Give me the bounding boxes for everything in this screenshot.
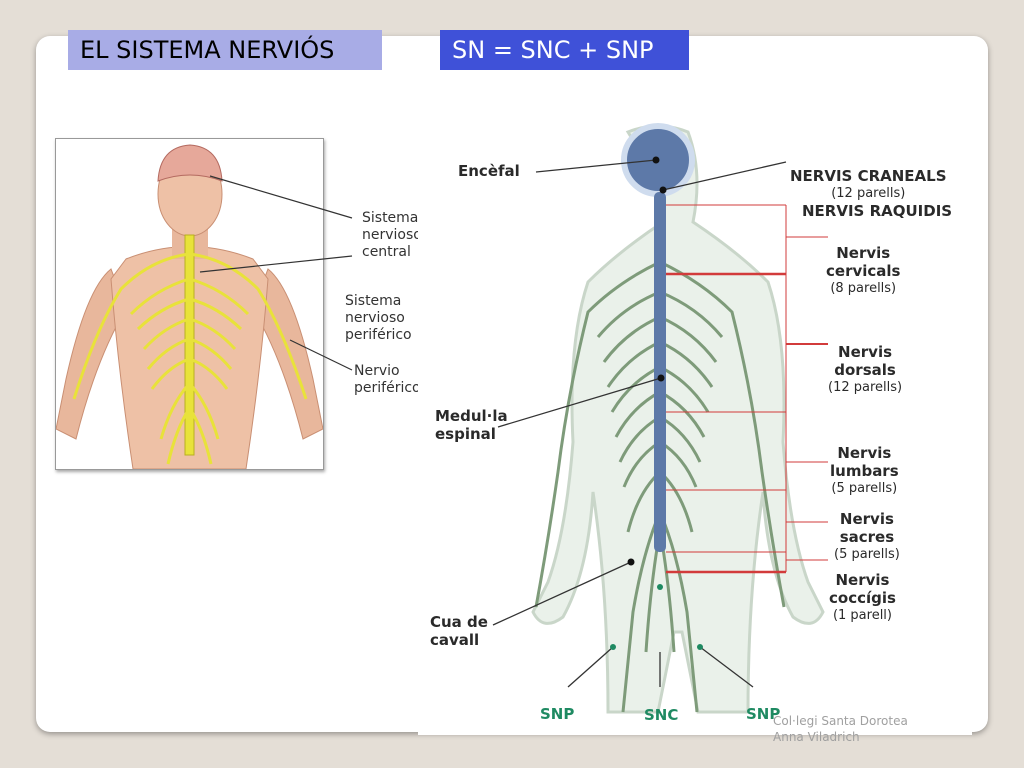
body-silhouette (531, 124, 825, 714)
nervous-system-diagram (418, 112, 972, 735)
label-nervis-coccigis: Nervis coccígis (1 parell) (829, 553, 896, 643)
torso-svg (56, 144, 323, 469)
label-nervis-raquidis: NERVIS RAQUIDIS (802, 202, 953, 220)
sacres-title: Nervis sacres (839, 510, 895, 546)
label-cua-de-cavall: Cua de cavall (430, 613, 488, 649)
torso-illustration (55, 138, 324, 470)
slide-title: EL SISTEMA NERVIÓS (68, 30, 382, 70)
coccigis-title: Nervis coccígis (829, 571, 896, 607)
label-snp-right: SNP (746, 705, 781, 723)
footer-credit: Col·legi Santa Dorotea Anna Viladrich (773, 713, 908, 745)
craneals-count: (12 parells) (831, 186, 906, 201)
label-nervis-cervicals: Nervis cervicals (8 parells) (826, 226, 900, 316)
brain (157, 144, 223, 182)
label-snp-left: SNP (540, 705, 575, 723)
dorsals-title: Nervis dorsals (834, 343, 896, 379)
diagram-leader-lines (492, 159, 787, 688)
marker-dots (627, 156, 667, 566)
label-snc: SNC (644, 706, 679, 724)
label-nervio-periferico: Nervio periférico (354, 363, 421, 396)
label-nervis-lumbars: Nervis lumbars (5 parells) (830, 426, 899, 516)
label-nervis-dorsals: Nervis dorsals (12 parells) (828, 325, 902, 415)
label-medulla-espinal: Medul·la espinal (435, 407, 508, 443)
lumbars-count: (5 parells) (831, 481, 898, 496)
craneals-title: NERVIS CRANEALS (790, 167, 947, 185)
label-nervis-sacres: Nervis sacres (5 parells) (834, 492, 900, 582)
lumbars-title: Nervis lumbars (830, 444, 899, 480)
label-nervis-craneals: NERVIS CRANEALS (12 parells) (790, 149, 947, 221)
spinal-cord-diagram (654, 192, 666, 552)
footer-school: Col·legi Santa Dorotea (773, 714, 908, 728)
footer-author: Anna Viladrich (773, 730, 860, 744)
spinal-cord (184, 234, 195, 456)
label-encefal: Encèfal (458, 162, 520, 180)
dorsals-count: (12 parells) (828, 380, 903, 395)
label-sistema-central: Sistema nervioso central (362, 210, 422, 260)
sacres-count: (5 parells) (834, 547, 900, 562)
coccigis-count: (1 parell) (832, 608, 892, 623)
slide-subtitle: SN = SNC + SNP (440, 30, 689, 70)
label-sistema-periferico: Sistema nervioso periférico (345, 293, 412, 343)
cervicals-title: Nervis cervicals (826, 244, 901, 280)
snp-dots (610, 584, 703, 650)
segment-markers (666, 204, 828, 574)
cervicals-count: (8 parells) (830, 281, 897, 296)
diagram-svg (492, 123, 828, 714)
